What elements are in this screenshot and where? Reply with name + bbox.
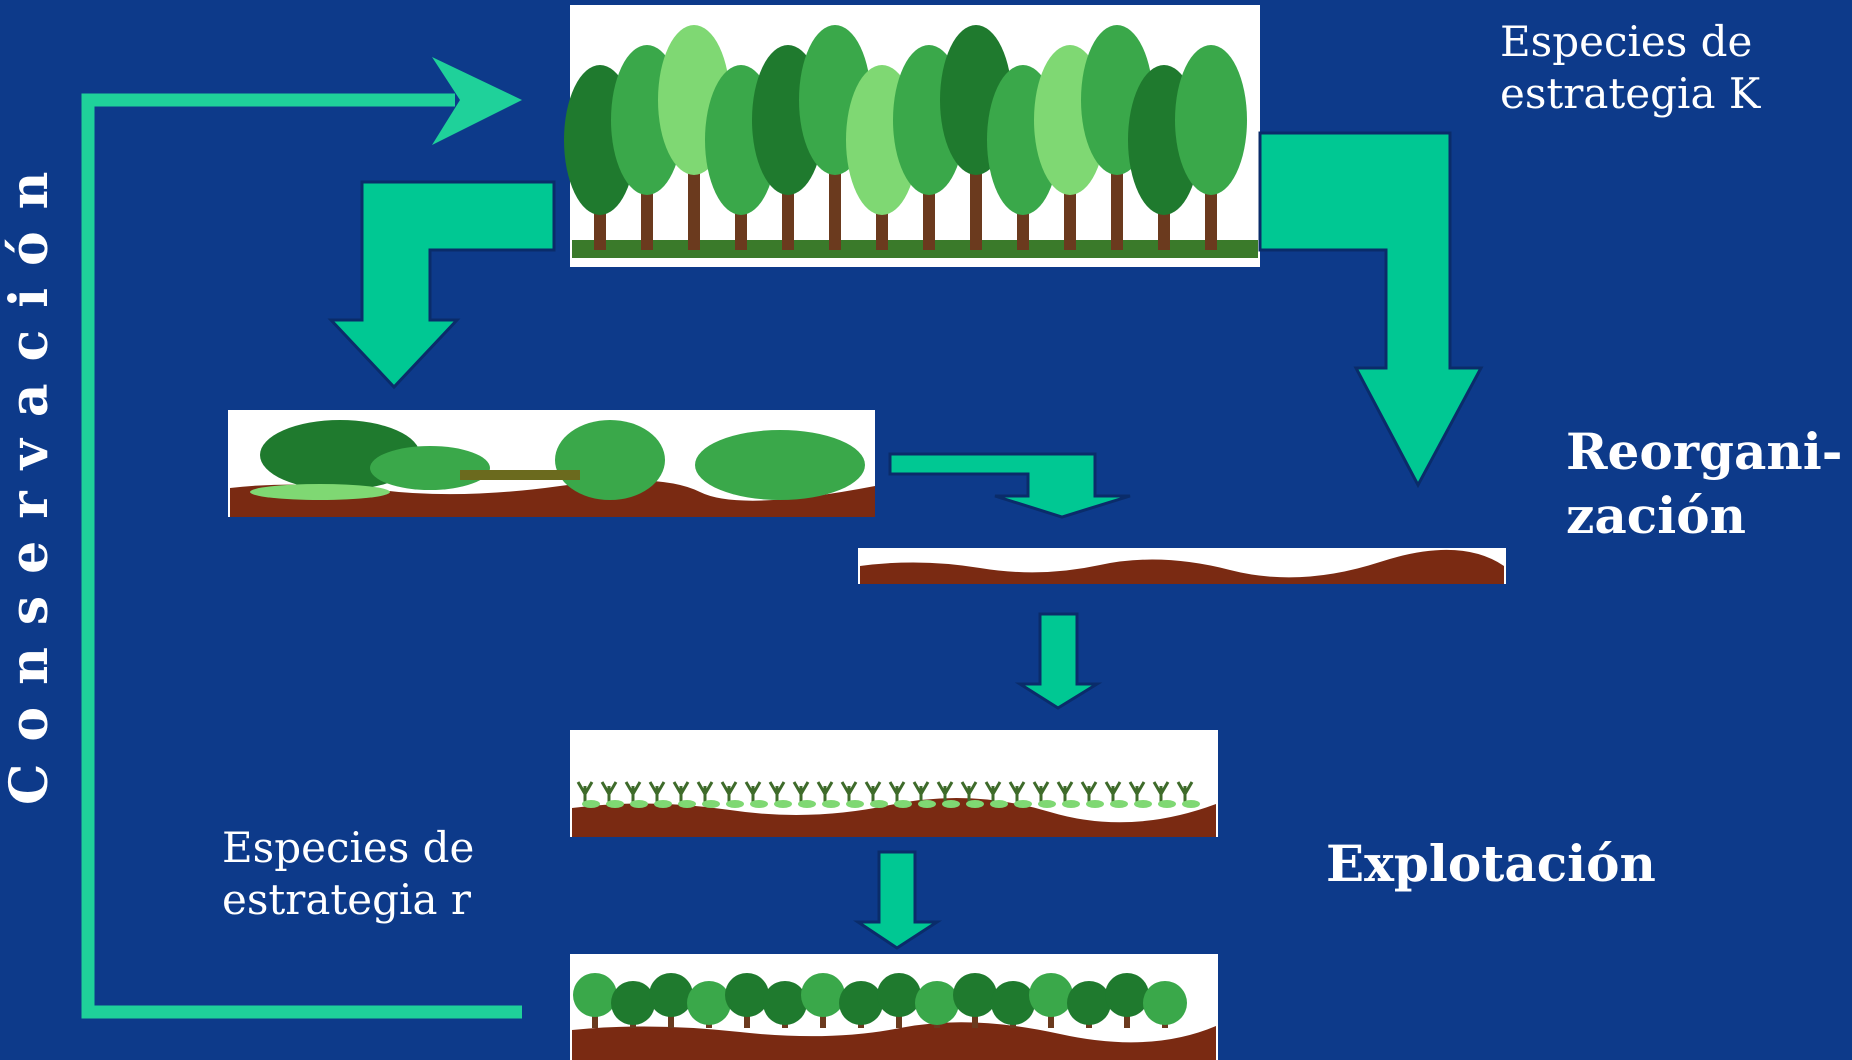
grass-tuft [582,800,600,808]
shrub-crown [991,981,1035,1025]
young-shrubs-icon [570,954,1218,1060]
grass-tuft [654,800,672,808]
grass-tuft [1182,800,1200,808]
shrub-crown [839,981,883,1025]
conservation-arrowhead [432,57,522,145]
shrub-crown [953,973,997,1017]
grass-tuft [630,800,648,808]
shrub-crown [1105,973,1149,1017]
grass-tuft [1038,800,1056,808]
grass-tuft [1086,800,1104,808]
grass-tuft [798,800,816,808]
grass-tuft [774,800,792,808]
arrow-soil-to-seedlings [1014,612,1103,710]
grass-tuft [966,800,984,808]
shrub-crown [877,973,921,1017]
reorganization-line-2: zación [1566,486,1746,545]
grass-tuft [1158,800,1176,808]
arrow-fallen-to-soil [888,452,1131,519]
shrub-crown [915,981,959,1025]
grass-tuft [894,800,912,808]
shrub-crown [1143,981,1187,1025]
grass-tuft [822,800,840,808]
arrow-seedlings-to-shrubs [853,850,943,950]
grass-tuft [678,800,696,808]
shrub-crown [801,973,845,1017]
grass-tuft [750,800,768,808]
arrow-forest-to-fallen [327,180,556,390]
grass-tuft [942,800,960,808]
r-strategy-label: Especies de estrategia r [222,822,474,926]
shrub-crown [1029,973,1073,1017]
grass-tuft [702,800,720,808]
shrub-crown [763,981,807,1025]
grass-tuft [1062,800,1080,808]
exploitation-label: Explotación [1326,834,1656,893]
k-strategy-label: Especies de estrategia K [1500,16,1760,120]
seedlings-icon [570,730,1218,837]
reorganization-line-1: Reorgani- [1566,422,1843,481]
fallen-forest-icon [228,410,875,517]
shrub-crown [725,973,769,1017]
bare-soil-icon [858,548,1506,584]
shrub-crown [649,973,693,1017]
conservation-cycle-line [81,93,522,1019]
shrub-crown [1067,981,1111,1025]
r-strategy-line-2: estrategia r [222,875,471,924]
grass-tuft [1014,800,1032,808]
arrow-forest-to-reorganization [1258,131,1484,489]
grass-tuft [990,800,1008,808]
grass-tuft [870,800,888,808]
mature-forest-icon [564,5,1260,267]
shrub-crown [687,981,731,1025]
reorganization-label: Reorgani- zación [1566,420,1843,548]
tree-crown [1175,45,1247,195]
k-strategy-line-1: Especies de [1500,17,1753,66]
k-strategy-line-2: estrategia K [1500,69,1761,118]
grass-tuft [1134,800,1152,808]
shrub-crown [573,973,617,1017]
grass-tuft [1110,800,1128,808]
grass-tuft [918,800,936,808]
grass-tuft [726,800,744,808]
grass-tuft [846,800,864,808]
r-strategy-line-1: Especies de [222,823,475,872]
shrub-crown [611,981,655,1025]
grass-tuft [606,800,624,808]
conservation-label: Conservación [0,149,60,805]
